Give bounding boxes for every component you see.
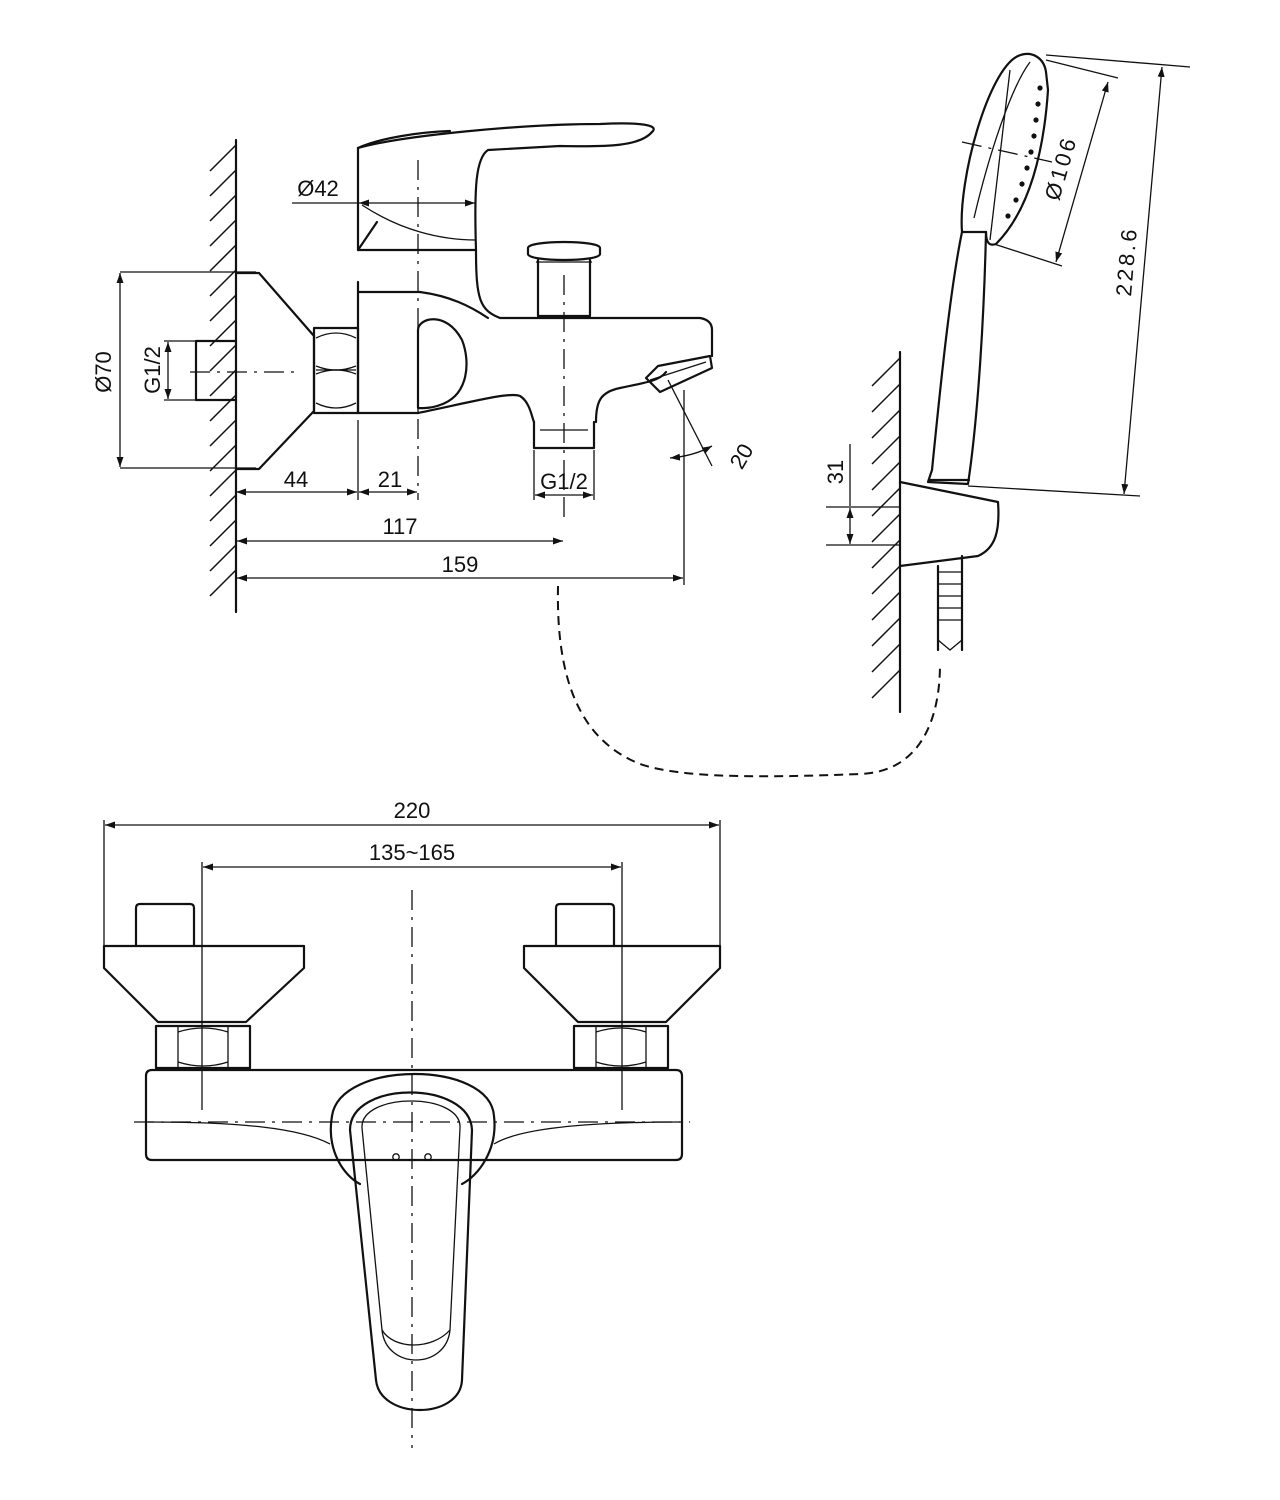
wall-hatching-left	[209, 144, 237, 597]
dim-wall-plate-dia: Ø70	[91, 351, 116, 393]
dim-spout-angle: 20	[725, 439, 759, 473]
wall-hatching-right	[871, 357, 901, 699]
side-view: Ø70 G1/2 Ø42 44 21 G1/2 117 159 20	[91, 122, 759, 614]
dim-depth-159: 159	[442, 552, 479, 577]
hose-path	[556, 585, 941, 778]
dim-holder-height: 31	[823, 460, 848, 484]
dim-outlet-thread: G1/2	[540, 469, 588, 494]
dim-depth-117: 117	[382, 514, 417, 539]
dim-centres: 135~165	[369, 840, 455, 865]
front-view: 220 135~165	[102, 798, 722, 1448]
dim-offset-21: 21	[378, 467, 402, 492]
hand-shower-view: Ø106 228.6 31	[823, 52, 1191, 714]
nozzle-dots	[1005, 85, 1043, 219]
dim-offset-44: 44	[284, 467, 308, 492]
dim-inlet-thread: G1/2	[140, 346, 165, 394]
dim-lever-dia: Ø42	[297, 176, 339, 201]
dim-total-width: 220	[394, 798, 431, 823]
dim-shower-length: 228.6	[1111, 225, 1142, 297]
